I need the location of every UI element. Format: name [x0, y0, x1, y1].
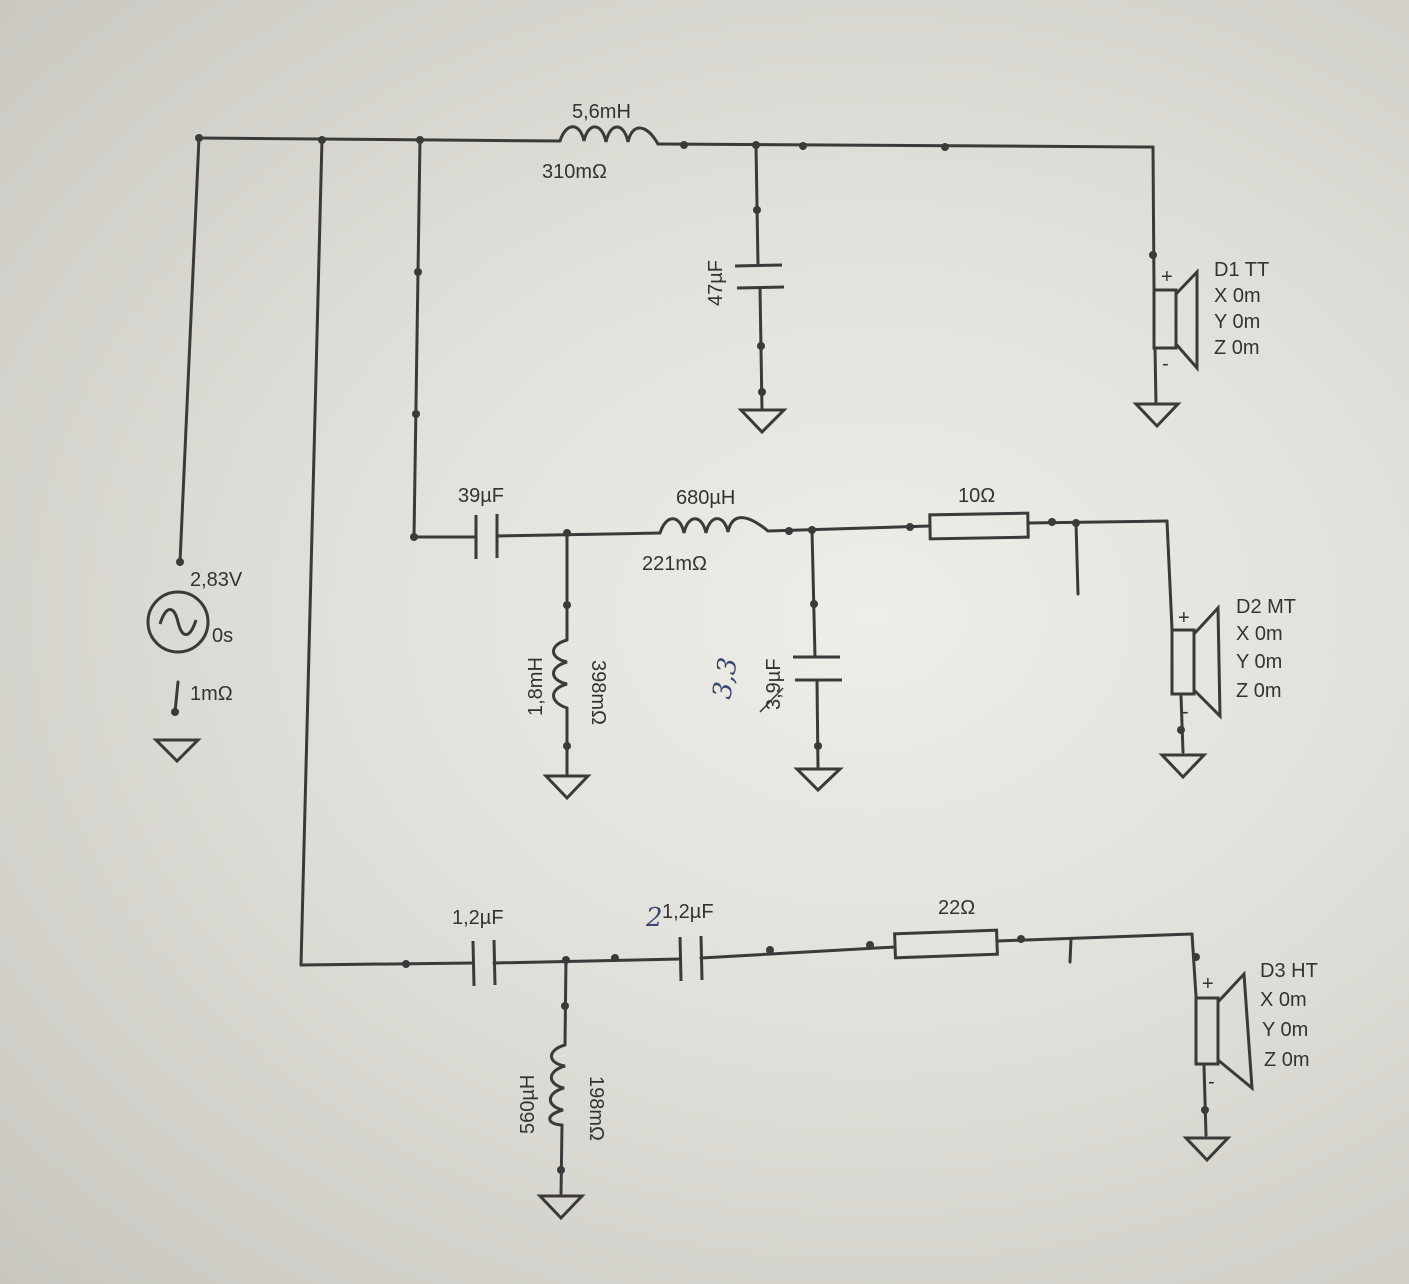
d1-name: D1 TT: [1214, 259, 1269, 281]
d2-minus: -: [1182, 701, 1189, 723]
speaker-d1-tt: + - D1 TT X 0m Y 0m Z 0m: [1152, 259, 1269, 375]
d1-y: Y 0m: [1214, 311, 1260, 333]
wires: [173, 136, 1208, 1197]
inductor-1-8mh-value: 1,8mH: [525, 657, 547, 716]
ground-icon: [1132, 402, 1182, 429]
capacitor-47uf-value: 47µF: [705, 260, 727, 306]
d3-y: Y 0m: [1262, 1019, 1308, 1041]
source-delay-label: 0s: [212, 625, 233, 647]
inductor-680uh: 680µH 221mΩ: [642, 487, 769, 575]
ground-icon: [793, 767, 844, 793]
d2-y: Y 0m: [1236, 651, 1282, 673]
d2-z: Z 0m: [1236, 680, 1282, 702]
source-resistance-label: 1mΩ: [190, 683, 233, 705]
speaker-d2-mt: + - D2 MT X 0m Y 0m Z 0m: [1170, 596, 1296, 723]
resistor-22ohm-value: 22Ω: [938, 897, 975, 919]
d3-plus: +: [1202, 973, 1214, 995]
resistor-22ohm: 22Ω: [893, 897, 999, 960]
speaker-d3-ht: + - D3 HT X 0m Y 0m Z 0m: [1194, 960, 1318, 1093]
capacitor-3-9uf-value: 3,9µF: [763, 658, 785, 710]
d3-name: D3 HT: [1260, 960, 1318, 982]
ground-icon: [152, 738, 202, 764]
d1-plus: +: [1161, 266, 1173, 288]
d1-minus: -: [1162, 353, 1169, 375]
ground-icon: [542, 774, 592, 801]
capacitor-1-2uf-first: 1,2µF: [452, 907, 504, 987]
d2-name: D2 MT: [1236, 596, 1296, 618]
ground-icon: [737, 408, 788, 435]
inductor-5-6mh-resistance: 310mΩ: [542, 161, 607, 183]
ground-icon: [1158, 753, 1208, 780]
capacitor-39uf-value: 39µF: [458, 485, 504, 507]
d3-minus: -: [1208, 1071, 1215, 1093]
capacitor-39uf: 39µF: [458, 485, 504, 559]
inductor-5-6mh-value: 5,6mH: [572, 101, 631, 123]
ground-symbols: [152, 402, 1232, 1221]
d3-x: X 0m: [1260, 989, 1307, 1011]
resistor-10ohm: 10Ω: [928, 485, 1030, 541]
d3-z: Z 0m: [1264, 1049, 1310, 1071]
inductor-560uh-resistance: 198mΩ: [585, 1076, 607, 1141]
ground-icon: [1182, 1136, 1232, 1163]
capacitor-1-2uf-first-value: 1,2µF: [452, 907, 504, 929]
voltage-source: 2,83V 0s 1mΩ: [146, 569, 243, 705]
capacitor-1-2uf-second-value: 1,2µF: [662, 901, 714, 923]
d1-z: Z 0m: [1214, 337, 1260, 359]
inductor-5-6mh: 5,6mH 310mΩ: [542, 101, 660, 183]
d2-plus: +: [1178, 607, 1190, 629]
resistor-10ohm-value: 10Ω: [958, 485, 995, 507]
handwritten-3-3: 3,3: [707, 655, 744, 701]
ground-icon: [536, 1194, 586, 1221]
d2-x: X 0m: [1236, 623, 1283, 645]
capacitor-3-9uf: 3,9µF 3,3: [707, 655, 842, 713]
junction-dots: [171, 134, 1209, 1174]
inductor-1-8mh-resistance: 398mΩ: [587, 660, 609, 725]
capacitor-47uf: 47µF: [705, 260, 785, 306]
inductor-680uh-value: 680µH: [676, 487, 735, 509]
source-voltage-label: 2,83V: [190, 569, 243, 591]
handwritten-2: 2: [645, 903, 663, 933]
inductor-560uh-value: 560µH: [517, 1075, 539, 1134]
inductor-680uh-resistance: 221mΩ: [642, 553, 707, 575]
inductor-1-8mh: 1,8mH 398mΩ: [525, 638, 609, 725]
capacitor-1-2uf-second: 1,2µF 2: [645, 901, 714, 982]
inductor-560uh: 560µH 198mΩ: [517, 1043, 607, 1141]
d1-x: X 0m: [1214, 285, 1261, 307]
